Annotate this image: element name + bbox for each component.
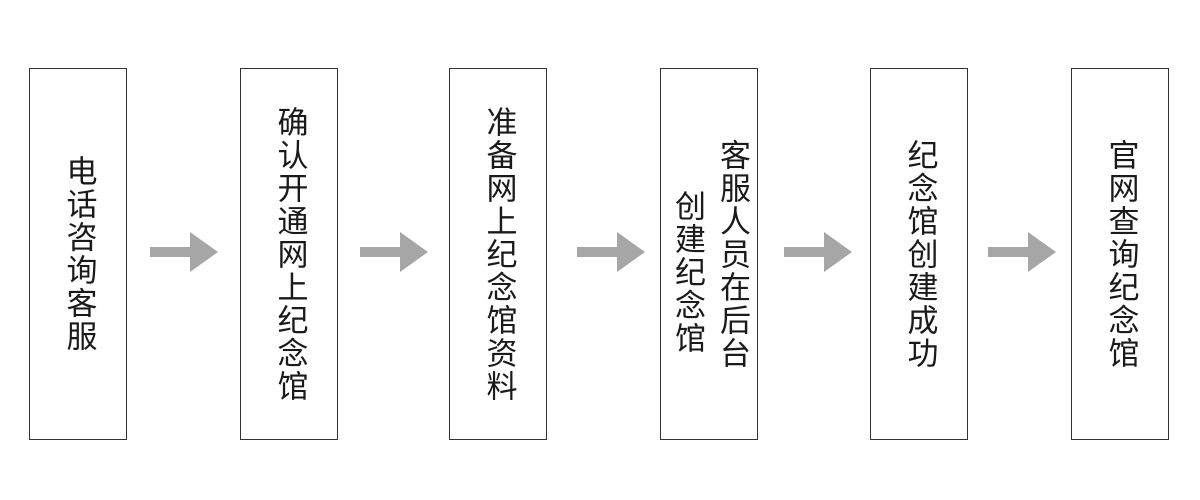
step-label-line-2: 创建纪念馆 <box>669 189 705 355</box>
step-label: 准备网上纪念馆资料 <box>480 105 517 403</box>
step-box-created-success: 纪念馆创建成功 <box>870 68 968 440</box>
right-arrow-icon <box>577 232 645 272</box>
right-arrow-icon <box>150 232 218 272</box>
right-arrow-icon <box>988 232 1056 272</box>
step-box-prepare-materials: 准备网上纪念馆资料 <box>449 68 547 440</box>
step-label: 电话咨询客服 <box>60 155 97 353</box>
step-label: 官网查询纪念馆 <box>1102 138 1139 370</box>
step-label: 纪念馆创建成功 <box>901 138 938 370</box>
right-arrow-icon <box>784 232 852 272</box>
step-box-confirm-open: 确认开通网上纪念馆 <box>240 68 338 440</box>
step-box-query-official-site: 官网查询纪念馆 <box>1071 68 1169 440</box>
step-box-backend-create: 创建纪念馆 客服人员在后台 <box>660 68 758 440</box>
step-label-line-1: 客服人员在后台 <box>714 138 750 370</box>
right-arrow-icon <box>360 232 428 272</box>
step-label: 确认开通网上纪念馆 <box>271 105 308 403</box>
step-box-phone-consult: 电话咨询客服 <box>29 68 127 440</box>
